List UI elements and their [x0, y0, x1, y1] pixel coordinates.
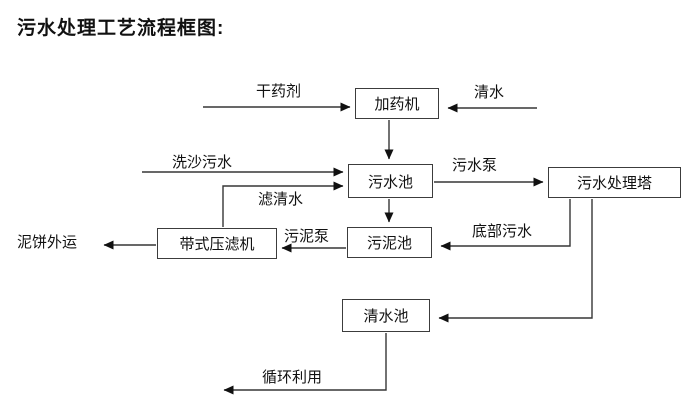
node-sludge-pool-label: 污泥池 [366, 235, 412, 252]
edge-label-mud-cake-outbound: 泥饼外运 [17, 234, 78, 251]
node-sewage-pool: 污水池 [348, 164, 433, 198]
edge-label-sludge-pump: 污泥泵 [284, 228, 330, 245]
node-clean-water-pool-label: 清水池 [363, 308, 409, 325]
edge-tower-to-clean-water-pool [438, 199, 593, 323]
edge-filter-press-to-sewage-pool-filtered-water [222, 181, 344, 227]
edge-label-sewage-pump: 污水泵 [452, 157, 498, 174]
node-sewage-pool-label: 污水池 [367, 173, 413, 191]
node-dosing-machine: 加药机 [355, 88, 439, 119]
node-sludge-pool: 污泥池 [347, 227, 432, 258]
edge-label-sand-washing-sewage: 洗沙污水 [172, 154, 233, 171]
edge-label-clean-water: 清水 [474, 84, 505, 101]
edge-label-dry-chemical: 干药剂 [256, 83, 302, 100]
node-belt-filter-press: 带式压滤机 [157, 228, 277, 259]
node-sewage-treatment-tower-label: 污水处理塔 [576, 175, 652, 192]
edge-label-filtered-water: 滤清水 [258, 191, 304, 208]
edge-clean-water-pool-to-recycling [223, 333, 387, 395]
edge-label-recycling: 循环利用 [262, 369, 323, 386]
node-clean-water-pool: 清水池 [342, 299, 430, 332]
page-title: 污水处理工艺流程框图: [17, 18, 225, 39]
node-belt-filter-press-label: 带式压滤机 [179, 236, 255, 253]
node-dosing-machine-label: 加药机 [374, 96, 420, 113]
edge-label-bottom-sewage: 底部污水 [472, 223, 533, 240]
node-sewage-treatment-tower: 污水处理塔 [548, 167, 681, 198]
edge-tower-to-sludge-pool-bottom-sewage [440, 199, 571, 251]
